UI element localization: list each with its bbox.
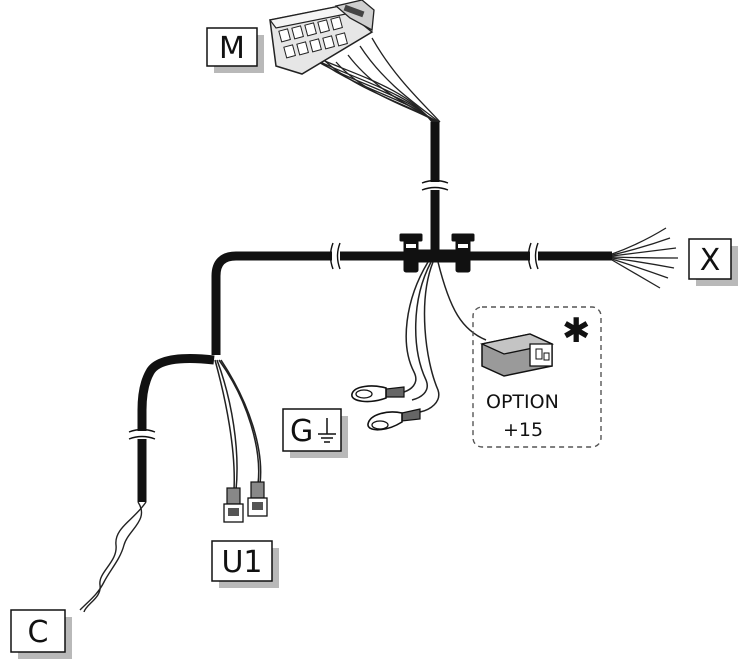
label-u1: U1 xyxy=(211,540,279,588)
clip-left xyxy=(399,233,423,273)
option-asterisk: ✱ xyxy=(562,311,591,351)
option-voltage: +15 xyxy=(503,419,543,441)
label-c: C xyxy=(10,609,72,659)
ring-terminal-1 xyxy=(351,385,405,403)
option-label: OPTION xyxy=(486,391,559,413)
c-twisted-pair xyxy=(79,501,147,613)
option-connector xyxy=(479,333,555,377)
cable-main-left xyxy=(211,251,412,355)
harness-cables xyxy=(137,122,612,502)
label-m: M xyxy=(206,27,264,73)
cable-break-marks xyxy=(128,179,539,440)
ring-terminal-2 xyxy=(367,408,421,431)
label-g-text: G xyxy=(290,414,313,449)
label-g: G xyxy=(282,408,348,458)
ground-icon xyxy=(318,418,336,443)
label-m-text: M xyxy=(219,31,245,66)
label-x-text: X xyxy=(700,243,721,278)
u1-connector-left xyxy=(223,487,244,523)
junction-clips xyxy=(399,233,475,273)
label-u1-text: U1 xyxy=(221,545,262,580)
ground-wires xyxy=(403,261,440,413)
connector-m xyxy=(268,0,441,123)
clip-right xyxy=(451,233,475,273)
x-wire-fan xyxy=(611,227,679,289)
u1-wires xyxy=(214,359,262,491)
option-dashed-box xyxy=(472,306,602,448)
option-wire xyxy=(437,261,487,341)
label-x: X xyxy=(688,238,738,286)
connector-m-pins xyxy=(278,16,348,59)
u1-connector-right xyxy=(247,481,268,517)
label-c-text: C xyxy=(28,615,49,650)
cable-c-branch xyxy=(137,354,215,502)
